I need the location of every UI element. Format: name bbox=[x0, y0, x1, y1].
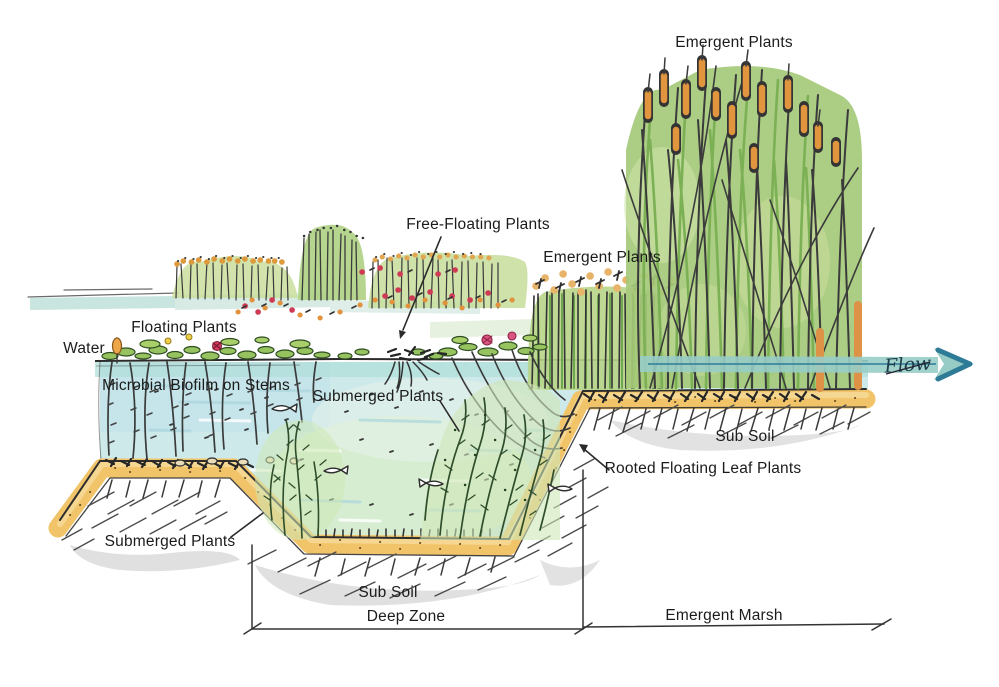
submerged-upper-leader-line bbox=[439, 400, 460, 432]
free-floating-leader-arrow bbox=[399, 330, 406, 339]
label-microbial-biofilm: Microbial Biofilm on Stems bbox=[102, 377, 290, 394]
fish-illustrations bbox=[271, 403, 573, 493]
label-sub-soil-right: Sub Soil bbox=[715, 428, 774, 445]
emergent-marsh-dimension-line bbox=[582, 623, 885, 628]
submerged-plants-right-illustration bbox=[420, 380, 560, 540]
subsoil bbox=[61, 404, 871, 606]
submerged-plants-left-illustration bbox=[255, 419, 345, 540]
flow-arrow-icon bbox=[640, 347, 974, 382]
label-submerged-plants-upper: Submerged Plants bbox=[313, 388, 444, 405]
rooted-floating-leader-line bbox=[583, 448, 610, 471]
floating-plants-illustration bbox=[101, 334, 548, 361]
background-reed-clump-left bbox=[172, 255, 298, 301]
background-flowers bbox=[235, 265, 515, 321]
microbial-biofilm-stems-illustration bbox=[107, 361, 322, 460]
label-free-floating-plants: Free-Floating Plants bbox=[406, 216, 550, 233]
label-deep-zone: Deep Zone bbox=[367, 608, 446, 625]
dimension-tick-marks bbox=[243, 618, 892, 635]
label-sub-soil-bottom: Sub Soil bbox=[358, 584, 417, 601]
free-floating-leader-line bbox=[402, 236, 442, 331]
flow-underline bbox=[885, 361, 931, 375]
label-floating-plants: Floating Plants bbox=[131, 319, 237, 336]
dimension-lines bbox=[243, 469, 892, 635]
label-water: Water bbox=[63, 340, 105, 357]
label-emergent-plants-mid: Emergent Plants bbox=[543, 249, 661, 266]
label-rooted-floating-leaf: Rooted Floating Leaf Plants bbox=[605, 460, 802, 477]
label-submerged-plants-lower: Submerged Plants bbox=[105, 533, 236, 550]
background-reed-clump-tall bbox=[298, 224, 366, 301]
label-emergent-marsh: Emergent Marsh bbox=[665, 607, 782, 624]
submerged-lower-leader-line bbox=[230, 512, 264, 538]
rooted-floating-leader-arrow bbox=[579, 444, 588, 453]
emergent-plants-tall-illustration bbox=[621, 44, 875, 392]
leader-lines bbox=[230, 236, 610, 538]
label-emergent-plants-top: Emergent Plants bbox=[675, 34, 793, 51]
flow-label: Flow bbox=[883, 352, 932, 377]
floating-flowers bbox=[111, 331, 517, 364]
free-floating-plants-illustration bbox=[384, 345, 448, 393]
